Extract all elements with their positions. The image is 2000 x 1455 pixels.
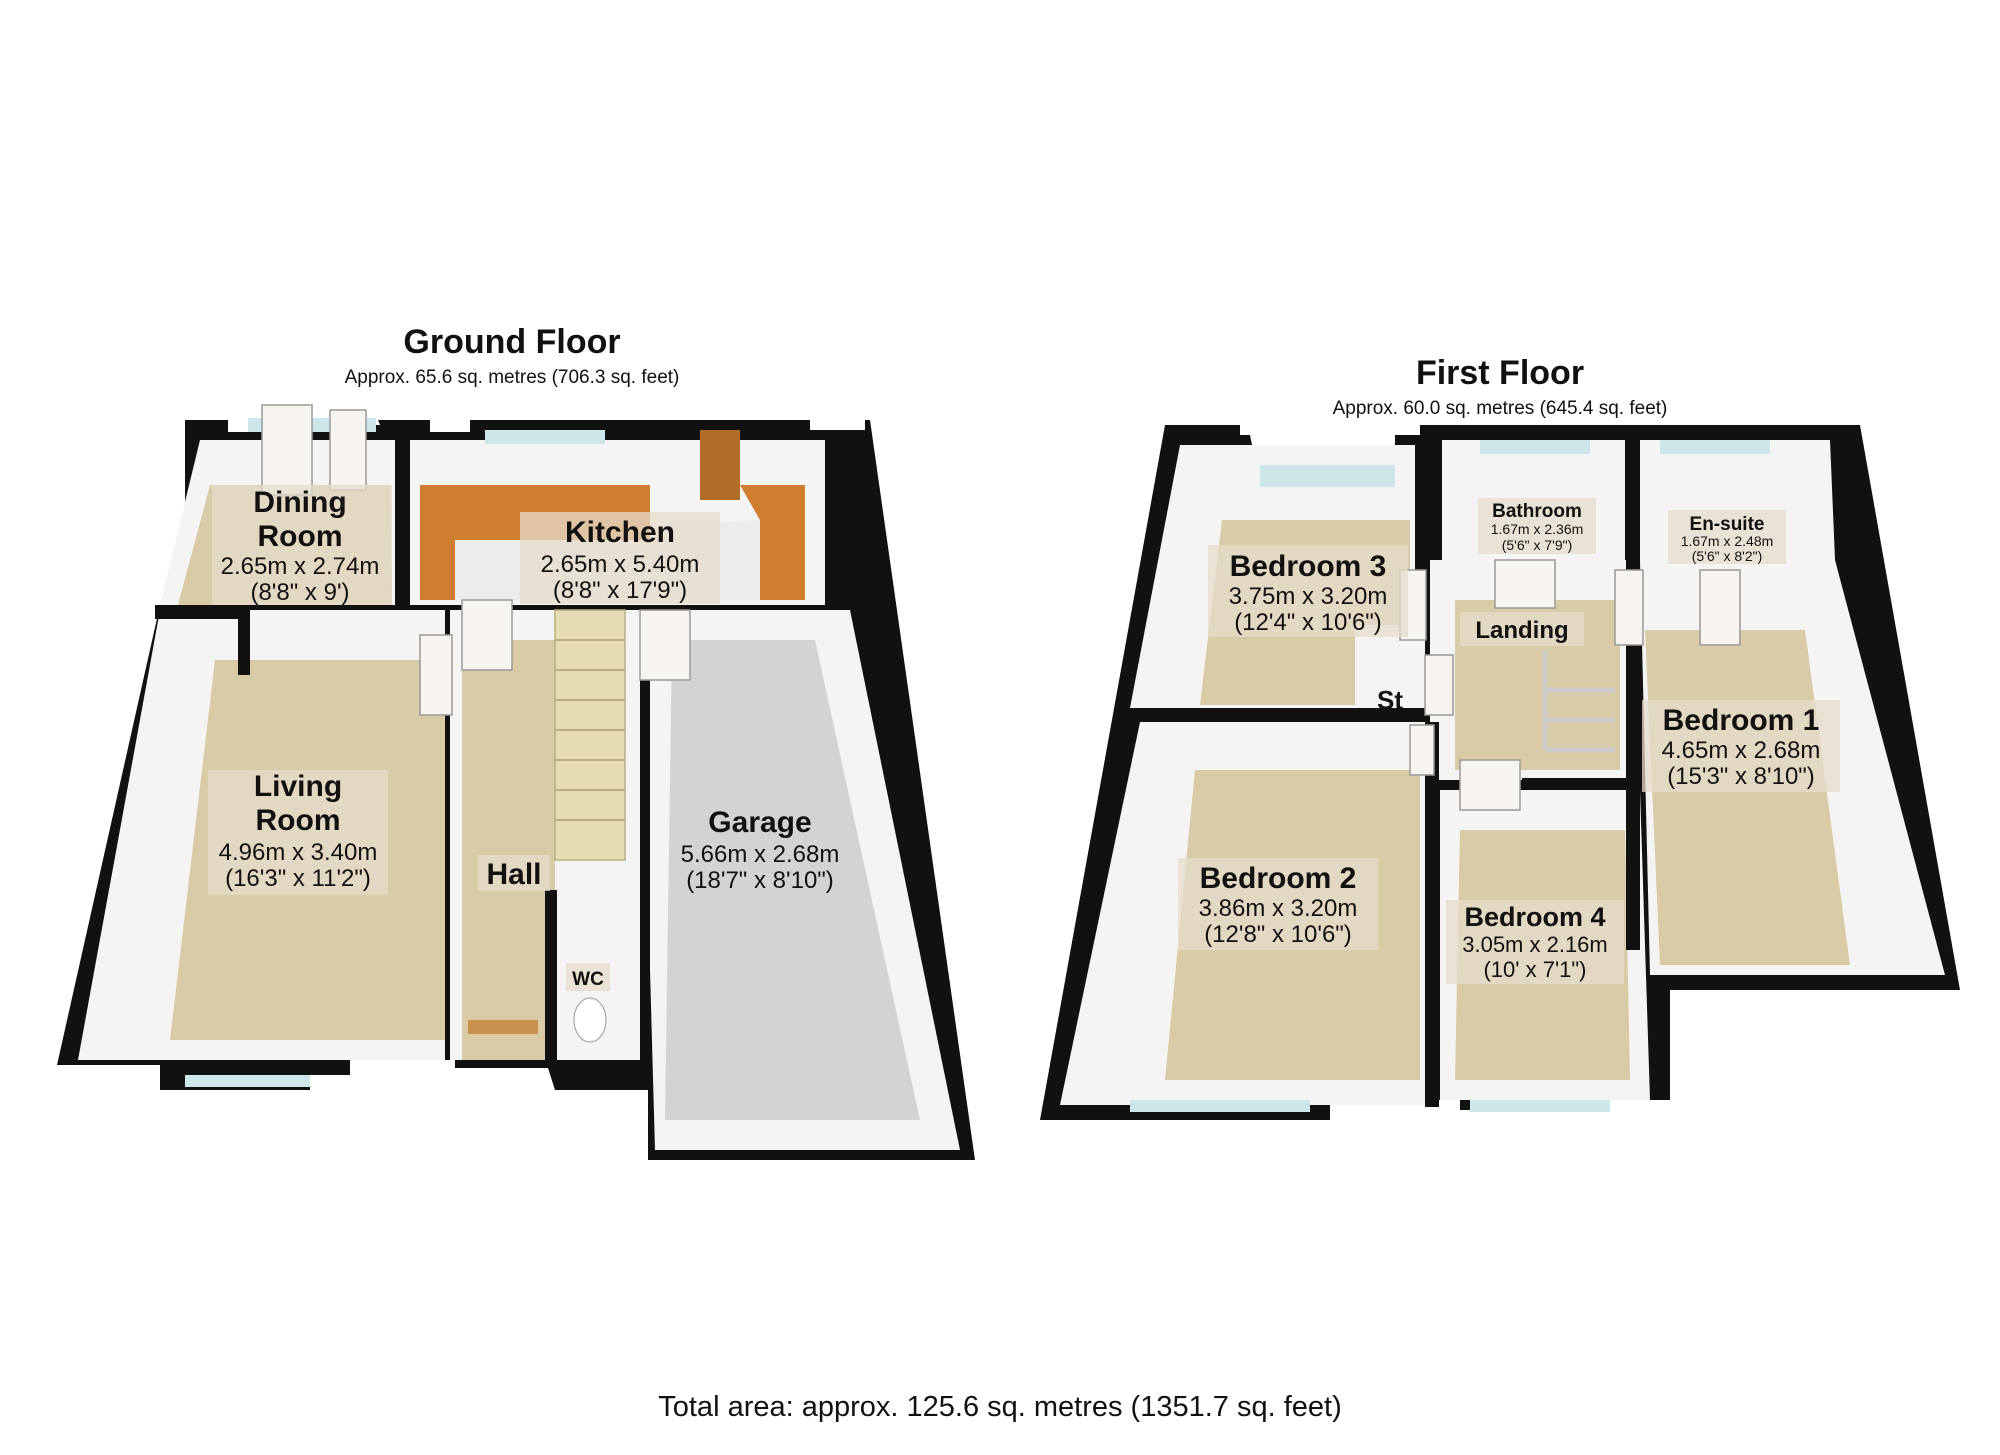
landing-name: Landing	[1475, 617, 1568, 644]
hall-floor	[462, 640, 555, 1060]
ensuite-metric: 1.67m x 2.48m	[1681, 533, 1774, 549]
living-dining-wall	[155, 605, 250, 619]
bedroom4-imperial: (10' x 7'1")	[1483, 957, 1586, 982]
staircase	[554, 609, 626, 861]
landing-label-bg	[1460, 612, 1584, 646]
garage-imperial: (18'7" x 8'10")	[686, 867, 834, 894]
patio-door-right[interactable]	[329, 409, 367, 491]
living-room-imperial: (16'3" x 11'2")	[225, 865, 371, 892]
bedroom2-window	[1130, 1100, 1310, 1112]
wc-name: WC	[572, 969, 604, 990]
total-area: Total area: approx. 125.6 sq. metres (13…	[658, 1391, 1342, 1423]
bedroom1-metric: 4.65m x 2.68m	[1662, 737, 1821, 764]
bathroom-door[interactable]	[1494, 559, 1556, 609]
garage-metric: 5.66m x 2.68m	[681, 841, 840, 868]
kitchen-worktop-right	[740, 485, 805, 600]
kitchen-name: Kitchen	[565, 516, 675, 549]
bedroom4-window	[1470, 1100, 1610, 1112]
bedroom4-name: Bedroom 4	[1464, 902, 1605, 932]
bedroom2-bedroom4-wall	[1425, 722, 1439, 1107]
living-label-bg	[208, 770, 388, 895]
kitchen-metric: 2.65m x 5.40m	[541, 551, 700, 578]
ensuite-door[interactable]	[1699, 569, 1741, 646]
living-room-name-line2: Room	[256, 804, 341, 837]
landing-bedroom1-wall	[1626, 555, 1640, 950]
bedroom2-bedroom3-wall	[1130, 708, 1430, 722]
bedroom2-metric: 3.86m x 3.20m	[1199, 895, 1358, 922]
bathroom-metric: 1.67m x 2.36m	[1491, 521, 1584, 537]
bedroom1-door[interactable]	[1614, 569, 1644, 646]
front-door[interactable]	[468, 1020, 538, 1034]
bedroom1-name: Bedroom 1	[1663, 704, 1820, 737]
bedroom1-imperial: (15'3" x 8'10")	[1667, 763, 1815, 790]
hall-label-bg	[478, 855, 550, 891]
store-door[interactable]	[1424, 654, 1454, 716]
kitchen-window	[485, 430, 605, 444]
store-name: St	[1377, 685, 1403, 715]
kitchen-door[interactable]	[461, 599, 513, 671]
bedroom4-top-wall	[1522, 778, 1642, 790]
bedroom3-imperial: (12'4" x 10'6")	[1234, 609, 1382, 636]
bathroom-imperial: (5'6" x 7'9")	[1502, 537, 1573, 553]
hall-name: Hall	[486, 858, 541, 891]
ground-floor-plan	[57, 404, 975, 1160]
bedroom3-label-bg	[1208, 545, 1408, 637]
ensuite-label-bg	[1668, 510, 1786, 564]
bedroom2-name: Bedroom 2	[1200, 862, 1357, 895]
first-floor-area: Approx. 60.0 sq. metres (645.4 sq. feet)	[1333, 398, 1668, 419]
wc-toilet	[573, 997, 607, 1043]
garage-door[interactable]	[639, 609, 691, 681]
bedroom3-metric: 3.75m x 3.20m	[1229, 583, 1388, 610]
bedroom4-metric: 3.05m x 2.16m	[1462, 932, 1608, 957]
wc-label-bg	[566, 963, 610, 991]
dining-room-metric: 2.65m x 2.74m	[221, 553, 380, 580]
living-room-name-line1: Living	[254, 770, 342, 803]
bedroom2-label-bg	[1178, 858, 1378, 950]
garage-floor	[665, 640, 920, 1120]
living-dining-wall-return	[238, 605, 250, 675]
kitchen-label-bg	[520, 512, 720, 604]
bedroom1-label-bg	[1642, 700, 1840, 792]
ground-floor-title: Ground Floor	[403, 323, 620, 361]
landing-stair-rail	[1542, 650, 1615, 753]
bathroom-ensuite-wall	[1625, 430, 1639, 560]
ensuite-name: En-suite	[1690, 514, 1765, 535]
bathroom-label-bg	[1478, 498, 1596, 554]
dining-room-imperial: (8'8" x 9')	[250, 579, 349, 606]
dining-label-bg	[212, 485, 392, 605]
bedroom3-window	[1260, 465, 1395, 487]
kitchen-back-door[interactable]	[700, 430, 740, 500]
kitchen-imperial: (8'8" x 17'9")	[553, 577, 687, 604]
ensuite-imperial: (5'6" x 8'2")	[1692, 548, 1763, 564]
ensuite-window	[1660, 440, 1770, 454]
living-room-metric: 4.96m x 3.40m	[219, 839, 378, 866]
dining-room-name-line2: Room	[258, 520, 343, 553]
bedroom4-label-bg	[1446, 900, 1624, 984]
wc-wall	[545, 890, 557, 1060]
bathroom-window	[1480, 440, 1590, 454]
bathroom-left-wall	[1430, 430, 1442, 560]
bedroom2-imperial: (12'8" x 10'6")	[1204, 921, 1352, 948]
bedroom3-name: Bedroom 3	[1230, 550, 1387, 583]
ground-floor-area: Approx. 65.6 sq. metres (706.3 sq. feet)	[345, 367, 680, 388]
garage-name: Garage	[708, 806, 811, 839]
patio-door-left[interactable]	[261, 404, 313, 496]
living-window	[185, 1075, 310, 1087]
bedroom2-door[interactable]	[1409, 724, 1435, 776]
dining-room-name-line1: Dining	[253, 486, 346, 519]
hall-garage-wall	[640, 605, 650, 1090]
first-floor-title: First Floor	[1416, 354, 1584, 392]
bathroom-name: Bathroom	[1492, 501, 1582, 522]
living-door[interactable]	[419, 634, 453, 716]
bedroom4-door[interactable]	[1459, 759, 1521, 811]
